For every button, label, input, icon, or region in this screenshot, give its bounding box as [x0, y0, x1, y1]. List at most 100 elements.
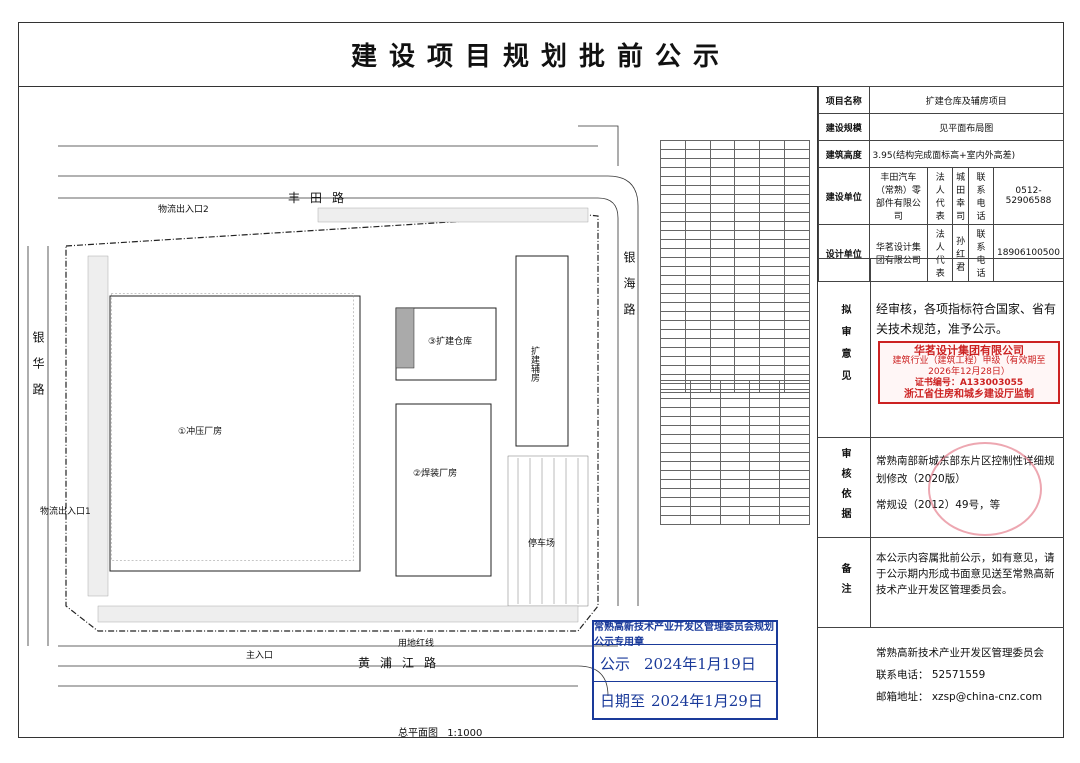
stamp-to-date: 2024年1月29日 — [651, 691, 763, 710]
grid-cell — [779, 506, 810, 516]
grid-row — [660, 221, 810, 231]
logistics-entrance-2-label: 物流出入口2 — [158, 205, 209, 215]
grid-cell — [779, 479, 810, 489]
builder-value: 丰田汽车（常熟）零部件有限公司 — [868, 167, 929, 225]
stamp-authority: 浙江省住房和城乡建设厅监制 — [904, 389, 1034, 400]
grid-cell — [749, 389, 781, 399]
grid-cell — [660, 221, 686, 231]
grid-cell — [779, 452, 810, 462]
grid-cell — [749, 461, 781, 471]
grid-cell — [660, 167, 686, 177]
grid-cell — [759, 302, 786, 312]
grid-cell — [779, 389, 810, 399]
grid-cell — [660, 284, 686, 294]
grid-cell — [734, 320, 761, 330]
grid-cell — [749, 515, 781, 525]
grid-cell — [719, 515, 751, 525]
grid-cell — [734, 221, 761, 231]
grid-cell — [684, 284, 711, 294]
grid-cell — [759, 320, 786, 330]
grid-cell — [689, 443, 721, 453]
grid-row — [660, 248, 810, 258]
grid-cell — [759, 329, 786, 339]
building-1-label: ①冲压厂房 — [178, 427, 223, 437]
grid-cell — [734, 158, 761, 168]
grid-cell — [689, 425, 721, 435]
grid-cell — [660, 185, 686, 195]
grid-cell — [709, 293, 736, 303]
grid-cell — [709, 212, 736, 222]
grid-cell — [689, 497, 721, 507]
grid-cell — [734, 356, 761, 366]
page-title: 建设项目规划批前公示 — [350, 41, 731, 72]
basis-section: 审核依据 常熟南部新城东部东片区控制性详细规划修改（2020版） 常规设（201… — [818, 438, 1064, 538]
grid-cell — [759, 311, 786, 321]
grid-cell — [734, 176, 761, 186]
grid-cell — [784, 338, 810, 348]
grid-cell — [684, 239, 711, 249]
grid-cell — [784, 356, 810, 366]
grid-cell — [734, 140, 761, 150]
grid-row — [660, 365, 810, 375]
grid-cell — [660, 515, 691, 525]
grid-cell — [660, 275, 686, 285]
grid-cell — [784, 158, 810, 168]
grid-row — [660, 356, 810, 366]
grid-cell — [719, 461, 751, 471]
grid-cell — [734, 149, 761, 159]
grid-cell — [684, 221, 711, 231]
grid-cell — [779, 425, 810, 435]
grid-cell — [759, 266, 786, 276]
grid-row — [660, 497, 810, 507]
grid-cell — [684, 302, 711, 312]
grid-cell — [784, 239, 810, 249]
grid-row — [660, 239, 810, 249]
grid-cell — [759, 221, 786, 231]
grid-row — [660, 257, 810, 267]
grid-cell — [784, 248, 810, 258]
grid-cell — [759, 176, 786, 186]
designer-phone-label: 联系电话 — [968, 224, 994, 282]
stamp-cert: 建筑行业（建筑工程）甲级（有效期至2026年12月28日） — [892, 356, 1046, 377]
grid-cell — [709, 275, 736, 285]
grid-cell — [684, 140, 711, 150]
grid-cell — [660, 416, 691, 426]
grid-cell — [660, 158, 686, 168]
grid-cell — [759, 257, 786, 267]
grid-cell — [784, 302, 810, 312]
grid-row — [660, 266, 810, 276]
grid-cell — [784, 257, 810, 267]
grid-cell — [784, 221, 810, 231]
grid-cell — [709, 347, 736, 357]
grid-cell — [749, 479, 781, 489]
grid-row — [660, 284, 810, 294]
grid-row — [660, 338, 810, 348]
grid-cell — [660, 461, 691, 471]
grid-cell — [759, 347, 786, 357]
grid-cell — [709, 185, 736, 195]
grid-cell — [689, 389, 721, 399]
site-plan: 丰田路 黄浦江路 银海路 银华路 用地红线 主入口 物流出入口2 物流出入口1 … — [18, 86, 818, 739]
grid-cell — [759, 230, 786, 240]
builder-phone-label: 联系电话 — [968, 167, 994, 225]
grid-cell — [759, 185, 786, 195]
grid-cell — [779, 443, 810, 453]
road-west-label: 银华路 — [31, 331, 45, 409]
grid-cell — [749, 380, 781, 390]
plan-scale: 1:1000 — [447, 728, 483, 739]
grid-cell — [784, 203, 810, 213]
grid-cell — [784, 140, 810, 150]
grid-cell — [784, 347, 810, 357]
grid-cell — [684, 194, 711, 204]
grid-cell — [734, 347, 761, 357]
grid-row — [660, 398, 810, 408]
grid-cell — [759, 293, 786, 303]
grid-row — [660, 461, 810, 471]
footer-phone-label: 联系电话： — [876, 669, 929, 681]
road-north-label: 丰田路 — [288, 191, 355, 205]
grid-cell — [759, 203, 786, 213]
grid-row — [660, 275, 810, 285]
grid-cell — [660, 311, 686, 321]
project-name-value: 扩建仓库及辅房项目 — [868, 86, 1065, 114]
review-text: 经审核，各项指标符合国家、省有关技术规范，准予公示。 — [876, 302, 1057, 336]
